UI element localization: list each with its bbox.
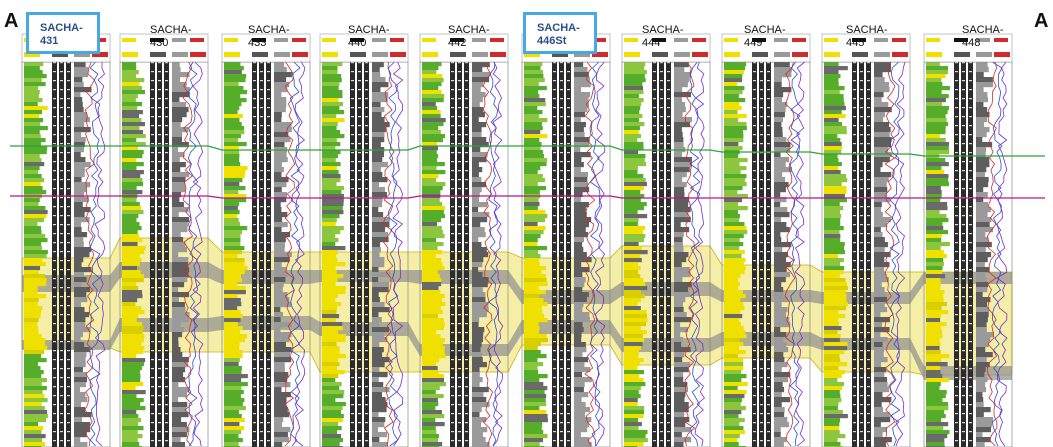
well-log-header [319, 33, 409, 63]
well-name-label: SACHA-442 [448, 24, 490, 50]
well-track [521, 61, 611, 447]
well-log-header [923, 33, 1013, 63]
well-name-line2: 440 [348, 37, 367, 49]
well-name-line2: 431 [40, 35, 59, 47]
well-highlight-box [26, 12, 100, 54]
well-name-line1: SACHA- [846, 24, 888, 36]
well-name-label: SACHA-449 [744, 24, 786, 50]
well-log-tracks [21, 61, 1013, 447]
well-track [119, 61, 209, 447]
well-name-line1: SACHA- [744, 24, 786, 36]
correlation-horizons [10, 145, 1045, 199]
well-track [319, 61, 409, 447]
well-log-header [419, 33, 509, 63]
shale-band-2 [22, 316, 1012, 380]
well-track [621, 61, 711, 447]
well-name-line2: 444 [642, 37, 661, 49]
horizon-green [10, 145, 1045, 157]
well-log-header [119, 33, 209, 63]
well-name-line2: 448 [962, 37, 981, 49]
well-name-label: SACHA-440 [348, 24, 390, 50]
well-name-line1: SACHA- [40, 22, 83, 34]
well-name-label: SACHA-448 [962, 24, 1004, 50]
well-name-line2: 449 [744, 37, 763, 49]
well-name-line2: 430 [150, 37, 169, 49]
well-track [923, 61, 1013, 447]
well-name-line1: SACHA- [537, 22, 580, 34]
well-track [21, 61, 111, 447]
well-name-line2: 446St [537, 35, 567, 47]
well-name-line1: SACHA- [642, 24, 684, 36]
well-name-line1: SACHA- [962, 24, 1004, 36]
well-name-line1: SACHA- [448, 24, 490, 36]
well-name-label: SACHA-445 [846, 24, 888, 50]
section-endpoint-right: A [1034, 10, 1049, 32]
well-highlight-box [523, 12, 597, 54]
well-name-label: SACHA-430 [150, 24, 192, 50]
well-name-line1: SACHA- [348, 24, 390, 36]
section-endpoint-left: A [4, 10, 19, 32]
well-name-line1: SACHA- [248, 24, 290, 36]
well-log-header [821, 33, 911, 63]
well-track [221, 61, 311, 447]
well-name-line2: 433 [248, 37, 267, 49]
well-name-label: SACHA-433 [248, 24, 290, 50]
well-name-label: SACHA-444 [642, 24, 684, 50]
well-name-label: SACHA-431 [40, 22, 83, 48]
well-log-header [721, 33, 811, 63]
well-name-line2: 442 [448, 37, 467, 49]
well-log-header [621, 33, 711, 63]
well-name-line2: 445 [846, 37, 865, 49]
well-track [419, 61, 509, 447]
well-track [721, 61, 811, 447]
horizon-magenta [10, 195, 1045, 199]
well-log-header [221, 33, 311, 63]
well-track [821, 61, 911, 447]
well-name-label: SACHA-446St [537, 22, 580, 48]
well-name-line1: SACHA- [150, 24, 192, 36]
